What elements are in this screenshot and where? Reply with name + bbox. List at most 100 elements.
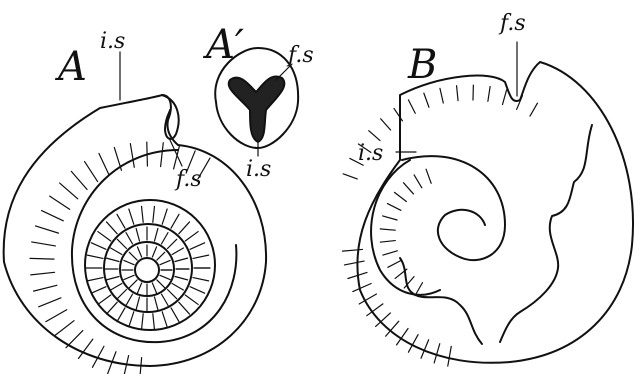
rib-line — [117, 239, 126, 248]
rib-line — [343, 174, 357, 179]
label-fs-b: f.s — [498, 11, 526, 36]
label-is-a: i.s — [100, 29, 125, 54]
rib-line — [106, 258, 119, 261]
rib-line — [160, 275, 170, 279]
specimen-a-outer-whorl — [4, 95, 266, 366]
rib-line — [457, 86, 458, 101]
rib-line — [448, 346, 451, 366]
rib-line — [369, 131, 380, 141]
rib-line — [153, 314, 155, 330]
rib-line — [168, 290, 177, 299]
rib-line — [117, 308, 125, 322]
rib-line — [193, 278, 209, 281]
rib-line — [383, 251, 397, 255]
rib-line — [171, 214, 179, 228]
rib-line — [91, 287, 106, 294]
rib-line — [403, 183, 413, 194]
rib-line — [30, 258, 54, 259]
specimen-a-inner-whorl-5 — [135, 258, 159, 282]
rib-line — [98, 295, 111, 304]
rib-line — [71, 171, 87, 189]
rib-line — [380, 229, 395, 230]
rib-line — [162, 233, 169, 244]
specimen-b-broken-edge-2 — [400, 258, 482, 344]
specimen-b — [342, 42, 633, 366]
rib-line — [172, 248, 183, 255]
rib-line — [55, 321, 74, 336]
rib-line — [50, 196, 70, 209]
rib-line — [126, 233, 133, 244]
rib-line — [60, 183, 78, 199]
rib-line — [193, 255, 209, 258]
rib-line — [91, 243, 106, 250]
label-a: A — [54, 44, 87, 90]
rib-line — [42, 211, 64, 221]
rib-line — [114, 147, 121, 170]
rib-line — [344, 261, 364, 265]
specimen-b-inner-whorl — [402, 156, 505, 260]
label-a-prime: A′ — [202, 22, 244, 68]
rib-line — [517, 96, 523, 110]
rib-line — [190, 243, 205, 250]
rib-line — [152, 247, 156, 257]
rib-line — [383, 216, 397, 220]
rib-line — [172, 284, 183, 291]
rib-line — [147, 142, 148, 166]
rib-line — [107, 222, 118, 234]
rib-line — [129, 252, 137, 260]
rib-line — [124, 275, 134, 279]
rib-line — [179, 302, 190, 314]
rib-line — [168, 239, 177, 248]
rib-line — [87, 278, 103, 281]
rib-line — [342, 249, 362, 251]
rib-line — [388, 260, 401, 267]
rib-line — [117, 290, 126, 299]
rib-line — [136, 228, 139, 241]
rib-line — [98, 232, 111, 241]
rib-line — [394, 192, 406, 201]
rib-line — [87, 255, 103, 258]
rib-line — [488, 87, 490, 102]
siphuncle-y-shape — [229, 77, 285, 142]
rib-line — [380, 241, 395, 243]
rib-line — [426, 169, 431, 183]
rib-line — [99, 153, 109, 175]
rib-line — [46, 310, 67, 322]
rib-line — [137, 283, 141, 293]
rib-line — [66, 331, 83, 348]
rib-line — [414, 175, 422, 188]
rib-line — [155, 297, 158, 310]
rib-line — [152, 283, 156, 293]
rib-line — [160, 260, 170, 264]
specimen-b-broken-edge — [500, 125, 592, 342]
label-b: B — [407, 42, 437, 88]
rib-line — [503, 90, 507, 104]
rib-line — [111, 284, 122, 291]
rib-line — [381, 119, 391, 130]
rib-line — [129, 312, 134, 327]
rib-line — [34, 285, 57, 291]
rib-line — [157, 252, 165, 260]
rib-line — [408, 100, 415, 113]
rib-line — [117, 214, 125, 228]
rib-line — [107, 302, 118, 314]
rib-line — [162, 294, 169, 305]
rib-line — [155, 228, 158, 241]
label-is-aprime: i.s — [246, 157, 271, 182]
rib-line — [190, 287, 205, 294]
rib-line — [85, 161, 98, 181]
rib-line — [153, 206, 155, 222]
rib-line — [106, 277, 119, 280]
rib-line — [424, 93, 429, 107]
specimen-b-outer-whorl — [357, 62, 633, 363]
rib-line — [126, 294, 133, 305]
rib-line — [530, 103, 538, 116]
rib-line — [36, 226, 59, 233]
rib-line — [387, 204, 400, 211]
specimen-a — [4, 52, 266, 374]
label-fs-a: f.s — [174, 167, 202, 192]
rib-line — [415, 283, 423, 296]
rib-line — [394, 108, 402, 120]
rib-line — [185, 295, 198, 304]
